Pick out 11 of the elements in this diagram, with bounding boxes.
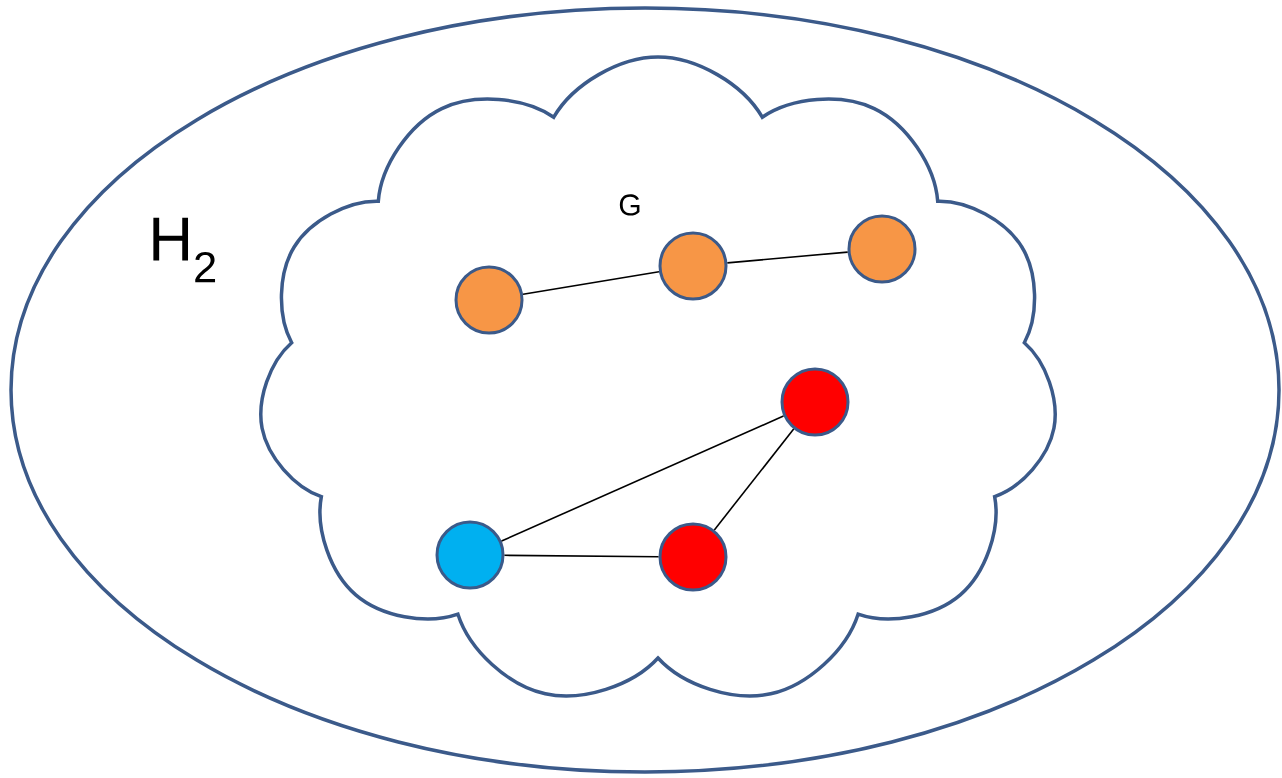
circle-node: [780, 367, 850, 437]
circle-node: [847, 214, 917, 284]
connector-line: [503, 554, 660, 558]
connector-line: [713, 428, 795, 531]
connector-line: [726, 251, 849, 264]
connector-line: [500, 415, 785, 542]
circle-node: [658, 231, 728, 301]
circle-node: [435, 520, 505, 590]
circle-node: [454, 265, 524, 335]
circle-node: [658, 522, 728, 592]
connector-line: [522, 270, 660, 296]
